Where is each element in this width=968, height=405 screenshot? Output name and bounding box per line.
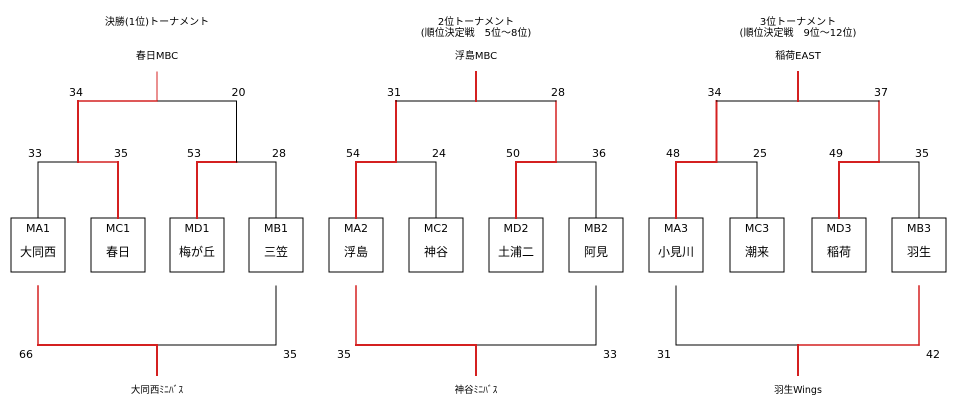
score-label: 35 xyxy=(283,348,297,361)
bracket-title: (順位決定戦 5位～8位) xyxy=(421,26,532,39)
team-box xyxy=(248,217,304,273)
team-box xyxy=(10,217,66,273)
team-box xyxy=(90,217,146,273)
score-label: 66 xyxy=(19,348,33,361)
team-code: MC2 xyxy=(424,222,448,235)
score-label: 35 xyxy=(114,147,128,160)
team-code: MC1 xyxy=(106,222,130,235)
team-name: 稲荷 xyxy=(827,245,851,259)
team-code: MD3 xyxy=(827,222,852,235)
team-box xyxy=(328,217,384,273)
bracket-title: (順位決定戦 9位～12位) xyxy=(740,26,857,39)
score-label: 20 xyxy=(232,86,246,99)
team-name: 小見川 xyxy=(658,245,694,259)
team-name: 春日 xyxy=(106,245,130,259)
team-name: 三笠 xyxy=(264,244,288,259)
score-label: 24 xyxy=(432,147,446,160)
bottom-winner-label: 羽生Wings xyxy=(774,384,822,396)
team-code: MB1 xyxy=(264,222,288,235)
score-label: 50 xyxy=(506,147,520,160)
score-label: 48 xyxy=(666,147,680,160)
champion-label: 浮島MBC xyxy=(455,49,497,62)
bracket-title: 決勝(1位)トーナメント xyxy=(105,15,209,28)
score-label: 33 xyxy=(603,348,617,361)
score-label: 36 xyxy=(592,147,606,160)
team-name: 羽生 xyxy=(907,245,931,259)
team-code: MB2 xyxy=(584,222,608,235)
bottom-winner-label: 大同西ﾐﾆﾊﾞｽ xyxy=(131,384,184,396)
score-label: 54 xyxy=(346,147,360,160)
score-label: 49 xyxy=(829,147,843,160)
team-code: MA1 xyxy=(26,222,50,235)
team-code: MD1 xyxy=(185,222,210,235)
team-name: 土浦二 xyxy=(498,245,534,259)
score-label: 25 xyxy=(753,147,767,160)
score-label: 53 xyxy=(187,147,201,160)
team-code: MD2 xyxy=(504,222,529,235)
score-label: 35 xyxy=(915,147,929,160)
bottom-winner-label: 神谷ﾐﾆﾊﾞｽ xyxy=(455,384,498,396)
team-box xyxy=(729,217,785,273)
team-name: 潮来 xyxy=(745,244,769,259)
score-label: 34 xyxy=(708,86,722,99)
team-name: 大同西 xyxy=(20,245,56,259)
team-code: MB3 xyxy=(907,222,931,235)
score-label: 31 xyxy=(657,348,671,361)
champion-label: 春日MBC xyxy=(136,50,178,62)
team-code: MC3 xyxy=(745,222,769,235)
team-box xyxy=(488,217,544,273)
team-name: 阿見 xyxy=(584,245,608,259)
bracket-title: 3位トーナメント xyxy=(760,15,836,28)
team-name: 浮島 xyxy=(344,244,368,259)
score-label: 28 xyxy=(551,86,565,99)
score-label: 28 xyxy=(272,147,286,160)
score-label: 33 xyxy=(28,147,42,160)
score-label: 31 xyxy=(387,86,401,99)
champion-label: 稲荷EAST xyxy=(775,50,822,62)
team-box xyxy=(408,217,464,273)
score-label: 37 xyxy=(874,86,888,99)
team-name: 梅が丘 xyxy=(179,244,215,259)
team-code: MA3 xyxy=(664,222,688,235)
bracket-3: 3位トーナメント(順位決定戦 9位～12位) 稲荷EAST MA3 小見川 MC3 潮来 M… xyxy=(648,15,947,396)
team-name: 神谷 xyxy=(424,245,448,259)
team-box xyxy=(891,217,947,273)
bracket-2: 2位トーナメント(順位決定戦 5位～8位) 浮島MBC MA2 浮島 MC2 神谷 MD2 土… xyxy=(328,15,624,396)
bracket-title: 2位トーナメント xyxy=(438,15,514,28)
team-code: MA2 xyxy=(344,222,368,235)
score-label: 34 xyxy=(69,86,83,99)
team-box xyxy=(648,217,704,273)
score-label: 42 xyxy=(926,348,940,361)
score-label: 35 xyxy=(337,348,351,361)
